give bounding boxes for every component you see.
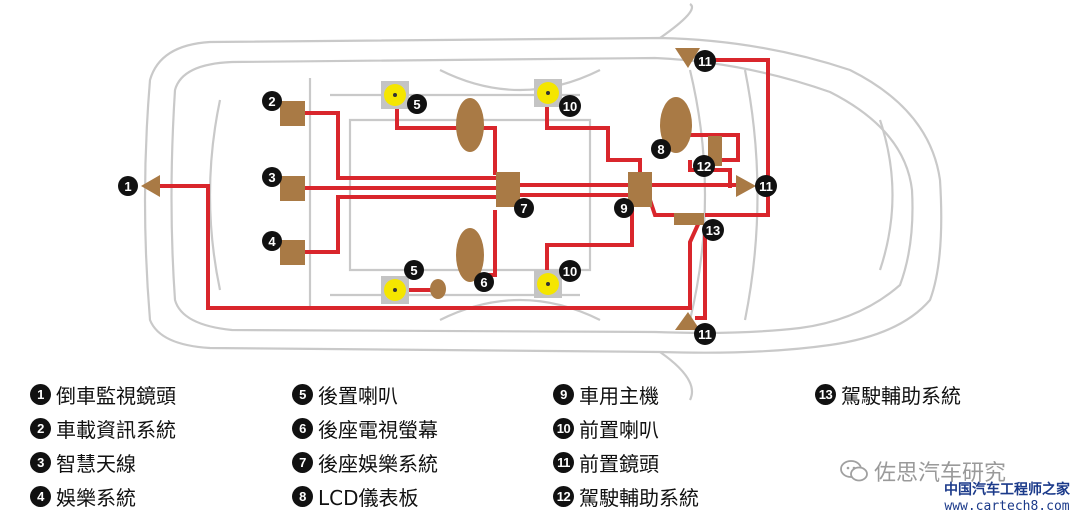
- site-logo: 中国汽车工程师之家 www.cartech8.com: [944, 479, 1070, 514]
- site-url: www.cartech8.com: [944, 499, 1070, 514]
- callout-4: 4: [262, 231, 282, 251]
- svg-text:12: 12: [697, 159, 711, 174]
- svg-text:10: 10: [563, 264, 577, 279]
- rear-speaker-lower: [381, 276, 409, 304]
- callout-2: 2: [262, 91, 282, 111]
- svg-text:5: 5: [410, 263, 417, 278]
- callout-5-upper: 5: [407, 94, 427, 114]
- svg-text:4: 4: [268, 234, 276, 249]
- front-camera-bottom: [675, 312, 700, 330]
- rear-seat-screen-upper: [456, 98, 484, 152]
- rear-seat-screen-small: [430, 279, 446, 299]
- callout-12: 12: [693, 155, 715, 177]
- callout-11-bottom: 11: [694, 323, 716, 345]
- head-unit-module: [628, 172, 652, 207]
- svg-text:11: 11: [698, 327, 712, 342]
- callout-1: 1: [118, 176, 138, 196]
- svg-text:5: 5: [413, 97, 420, 112]
- rear-speaker-upper: [381, 81, 409, 109]
- svg-text:10: 10: [563, 99, 577, 114]
- front-camera-right: [736, 175, 756, 197]
- svg-text:11: 11: [759, 179, 773, 194]
- driver-assist-module-13: [674, 213, 704, 225]
- smart-antenna-module: [280, 176, 305, 201]
- svg-text:3: 3: [268, 170, 275, 185]
- svg-text:7: 7: [520, 201, 527, 216]
- rear-entertainment-module: [496, 172, 520, 207]
- wechat-icon: [840, 460, 868, 482]
- car-outline: [143, 3, 943, 401]
- rear-camera: [141, 175, 160, 197]
- callout-5-lower: 5: [404, 260, 424, 280]
- svg-text:1: 1: [124, 179, 131, 194]
- lcd-instrument-cluster: [660, 97, 692, 153]
- front-camera-top: [675, 48, 700, 68]
- callout-11-right: 11: [755, 175, 777, 197]
- callout-9: 9: [614, 198, 634, 218]
- watermark: 佐思汽车研究: [840, 455, 1006, 487]
- svg-text:13: 13: [706, 223, 720, 238]
- front-speaker-lower: [534, 270, 562, 298]
- watermark-text: 佐思汽车研究: [874, 461, 1007, 486]
- callout-8: 8: [651, 139, 671, 159]
- svg-text:11: 11: [698, 54, 712, 69]
- telematics-module: [280, 101, 305, 126]
- callout-13: 13: [702, 219, 724, 241]
- svg-text:8: 8: [657, 142, 664, 157]
- callout-11-top: 11: [694, 50, 716, 72]
- callout-3: 3: [262, 167, 282, 187]
- callout-10-lower: 10: [559, 260, 581, 282]
- site-name: 中国汽车工程师之家: [944, 482, 1070, 498]
- svg-text:2: 2: [268, 94, 275, 109]
- callout-7: 7: [514, 198, 534, 218]
- entertainment-module: [280, 240, 305, 265]
- callout-6: 6: [474, 272, 494, 292]
- callout-10-upper: 10: [559, 95, 581, 117]
- svg-text:6: 6: [480, 275, 487, 290]
- svg-text:9: 9: [620, 201, 627, 216]
- front-speaker-upper: [534, 79, 562, 107]
- rear-seat-screen-lower: [456, 228, 484, 282]
